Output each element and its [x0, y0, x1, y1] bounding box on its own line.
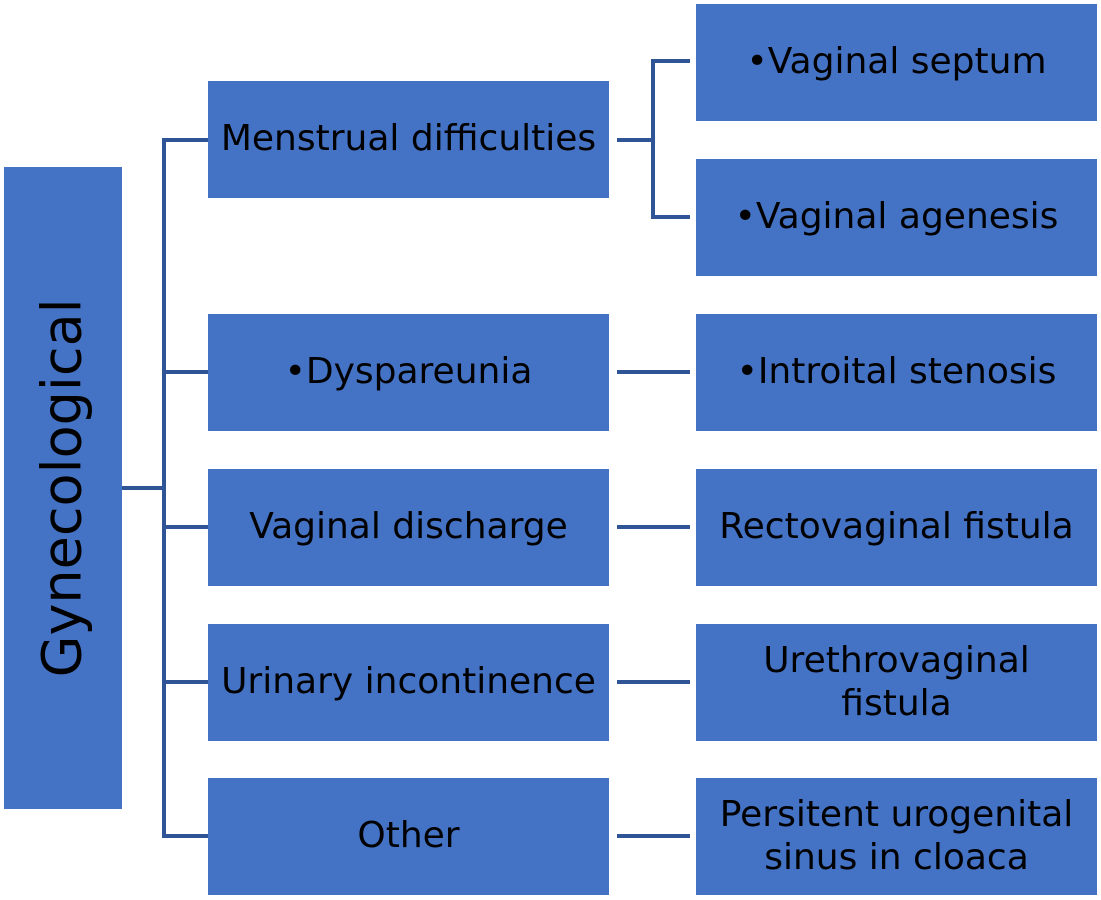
- leaf-persistent-urogenital-sinus: Persitent urogenital sinus in cloaca: [696, 778, 1097, 895]
- category-label: Menstrual difficulties: [220, 118, 597, 160]
- category-label: Other: [357, 815, 460, 857]
- root-label: Gynecological: [31, 298, 95, 678]
- leaf-label: Persitent urogenital sinus in cloaca: [719, 794, 1074, 878]
- category-dyspareunia: •Dyspareunia: [208, 314, 609, 431]
- category-other: Other: [208, 778, 609, 895]
- category-menstrual-difficulties: Menstrual difficulties: [208, 81, 609, 198]
- category-vaginal-discharge: Vaginal discharge: [208, 469, 609, 586]
- category-label: Urinary incontinence: [221, 661, 596, 703]
- category-urinary-incontinence: Urinary incontinence: [208, 624, 609, 741]
- leaf-label: Rectovaginal fistula: [719, 506, 1074, 548]
- category-label: Vaginal discharge: [249, 506, 568, 548]
- leaf-introital-stenosis: •Introital stenosis: [696, 314, 1097, 431]
- leaf-label: •Vaginal septum: [746, 41, 1047, 83]
- leaf-label: Urethrovaginal fistula: [763, 640, 1030, 724]
- leaf-vaginal-septum: •Vaginal septum: [696, 4, 1097, 121]
- root-node: Gynecological: [4, 167, 122, 809]
- category-label: •Dyspareunia: [284, 351, 533, 393]
- leaf-label: •Introital stenosis: [736, 351, 1057, 393]
- leaf-label: •Vaginal agenesis: [734, 196, 1059, 238]
- leaf-rectovaginal-fistula: Rectovaginal fistula: [696, 469, 1097, 586]
- leaf-vaginal-agenesis: •Vaginal agenesis: [696, 159, 1097, 276]
- leaf-urethrovaginal-fistula: Urethrovaginal fistula: [696, 624, 1097, 741]
